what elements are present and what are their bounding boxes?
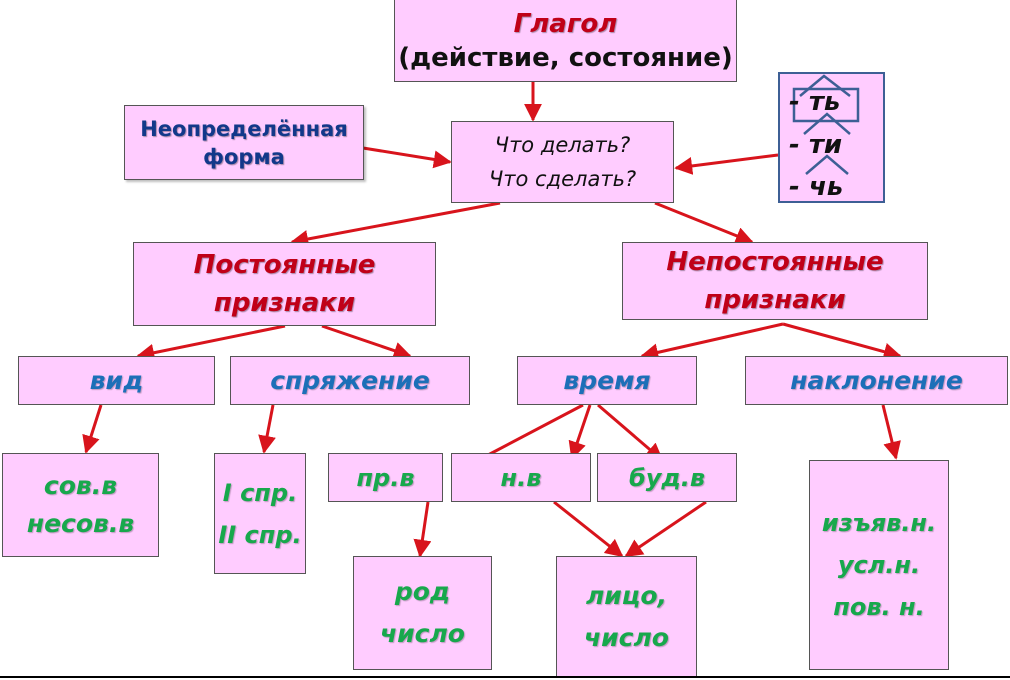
person-number-box: лицо, число [556,556,697,678]
conjugation-first: I спр. [222,478,298,507]
question-line1: Что делать? [494,133,631,157]
arrow-variable-to-mood [782,322,902,361]
person-number-label: число [584,623,669,652]
suffix-marks [792,74,860,175]
arrow-variable-to-tense [640,322,784,362]
suffix-t: - ть [789,87,841,117]
constant-features-box: Постоянные признаки [133,242,436,326]
verb-definition: (действие, состояние) [398,42,733,73]
arrow-future-to-person [624,500,707,558]
arrow-tense-to-present [568,404,592,460]
present-tense-box: н.в [451,453,591,502]
question-line2: Что сделать? [488,167,637,191]
aspect-imperfective: несов.в [26,509,135,538]
arrow-aspect-to-values [82,404,103,454]
arrow-past-to-gender [413,501,432,558]
number-label: число [380,619,465,648]
present-tense-label: н.в [500,463,542,492]
person-label: лицо, [585,581,668,610]
variable-features-box: Непостоянные признаки [622,242,928,320]
gender-number-box: род число [353,556,492,670]
conjugation-box: спряжение [230,356,470,405]
mood-box: наклонение [745,356,1008,405]
arrow-conjugation-to-values [258,404,276,454]
tense-label: время [563,366,651,395]
suffix-ch: - чь [789,172,844,202]
future-tense-box: буд.в [597,453,737,502]
mood-indicative: изъяв.н. [821,509,937,537]
arrow-constant-to-aspect [136,324,286,362]
mood-label: наклонение [790,366,963,395]
aspect-perfective: сов.в [43,471,118,500]
arrow-mood-to-values [881,404,901,460]
infinitive-line2: форма [203,144,285,169]
variable-line2: признаки [704,285,846,315]
bottom-border [0,676,1010,678]
constant-line2: признаки [213,288,356,318]
aspect-values-box: сов.в несов.в [2,453,159,557]
infinitive-box: Неопределённая форма [124,105,364,180]
variable-line1: Непостоянные [666,247,884,277]
arrow-tense-to-past [487,403,584,457]
aspect-label: вид [89,366,144,395]
arrow-question-to-variable [654,201,754,245]
conjugation-second: II спр. [218,520,302,549]
arrow-tense-to-future [597,403,664,462]
arrow-infinitive-to-question [362,146,452,169]
arrow-suffix-to-question [674,153,779,175]
verb-title-box: Глагол (действие, состояние) [394,0,737,82]
constant-line1: Постоянные [193,250,376,280]
suffix-ti: - ти [789,130,843,160]
conjugation-label: спряжение [270,366,430,395]
arrow-present-to-person [553,500,624,558]
conjugation-values-box: I спр. II спр. [214,453,306,574]
past-tense-label: пр.в [356,463,415,492]
suffix-box [778,72,885,203]
question-box: Что делать? Что сделать? [451,121,674,203]
arrow-question-to-constant [290,201,501,248]
future-tense-label: буд.в [628,463,706,492]
tense-box: время [517,356,697,405]
past-tense-box: пр.в [328,453,443,502]
mood-conditional: усл.н. [837,551,921,579]
aspect-box: вид [18,356,215,405]
mood-values-box: изъяв.н. усл.н. пов. н. [809,460,949,670]
arrow-constant-to-conjugation [321,324,412,360]
mood-imperative: пов. н. [833,593,925,621]
gender-label: род [394,577,451,606]
infinitive-line1: Неопределённая [140,116,348,141]
verb-title: Глагол [513,8,618,39]
